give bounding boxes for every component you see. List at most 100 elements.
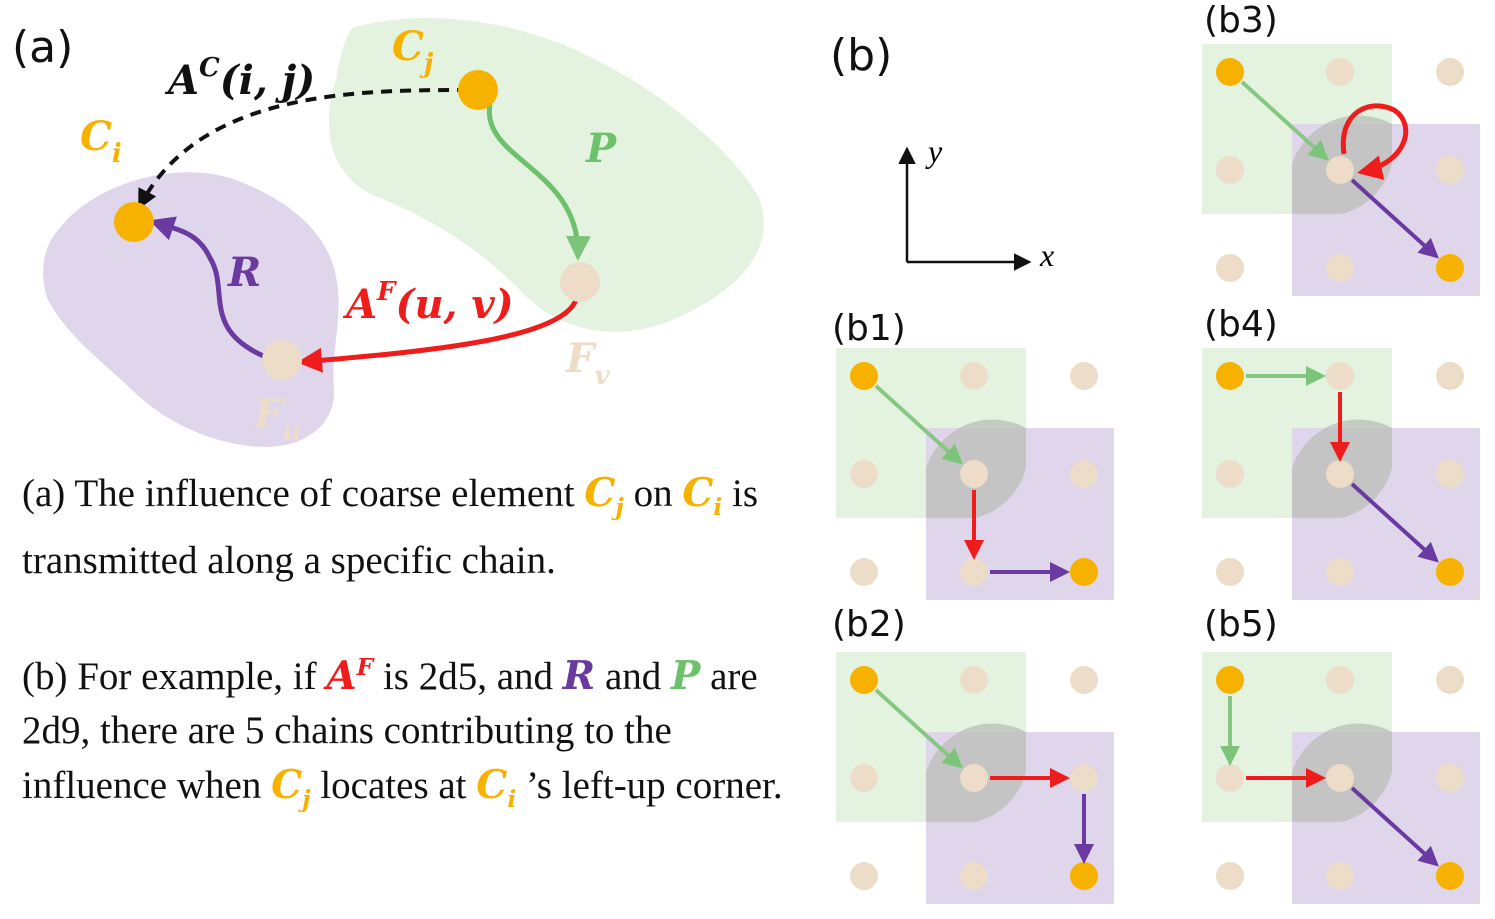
coarse-dot bbox=[1216, 58, 1244, 86]
fine-dot bbox=[1326, 156, 1354, 184]
subpanel-b5 bbox=[1202, 652, 1480, 904]
fine-dot bbox=[1326, 862, 1354, 890]
fine-dot bbox=[1216, 862, 1244, 890]
fine-dot bbox=[960, 666, 988, 694]
coarse-dot bbox=[1436, 558, 1464, 586]
subpanel-b5-tag: (b5) bbox=[1204, 604, 1278, 645]
dot-grid bbox=[1216, 362, 1464, 586]
fine-dot bbox=[850, 558, 878, 586]
fine-dot bbox=[1436, 58, 1464, 86]
fine-dot bbox=[1216, 254, 1244, 282]
green-region bbox=[328, 18, 764, 332]
fine-dot bbox=[1326, 254, 1354, 282]
coarse-dot bbox=[850, 666, 878, 694]
r-arrow bbox=[1350, 482, 1439, 563]
coarse-dot bbox=[850, 362, 878, 390]
fine-dot bbox=[1326, 460, 1354, 488]
coarse-dot bbox=[1436, 862, 1464, 890]
coarse-dot bbox=[1436, 254, 1464, 282]
panel-b-tag: (b) bbox=[830, 30, 892, 81]
fine-dot bbox=[850, 764, 878, 792]
node-fv bbox=[560, 262, 600, 302]
coarse-dot bbox=[1070, 558, 1098, 586]
node-ci bbox=[114, 202, 154, 242]
r-arrow bbox=[1350, 786, 1439, 867]
p-arrow bbox=[874, 384, 963, 465]
fine-dot bbox=[960, 362, 988, 390]
p-arrow bbox=[1240, 80, 1329, 161]
symbol-r: R bbox=[562, 652, 596, 699]
p-arrow bbox=[486, 103, 591, 261]
fine-dot bbox=[1070, 764, 1098, 792]
fine-dot bbox=[1326, 362, 1354, 390]
caption-b: (b) For example, if AF is 2d5, and R and… bbox=[22, 652, 783, 813]
panel-a: (a) Cj Ci AC(i, j) P R AF(u, v) Fv Fu bbox=[12, 18, 764, 447]
label-r: R bbox=[227, 249, 261, 296]
dot-grid bbox=[1216, 666, 1464, 890]
dot-grid bbox=[1216, 58, 1464, 282]
subpanel-b3-tag: (b3) bbox=[1204, 0, 1278, 41]
dot-grid bbox=[850, 666, 1098, 890]
axis-y-label: y bbox=[925, 133, 943, 169]
fine-dot bbox=[1216, 764, 1244, 792]
label-fv: Fv bbox=[565, 335, 610, 391]
subpanel-b1-tag: (b1) bbox=[832, 308, 906, 349]
fine-dot bbox=[1436, 460, 1464, 488]
symbol-ci: Ci bbox=[476, 761, 517, 813]
subpanel-b2-tag: (b2) bbox=[832, 604, 906, 645]
label-ac: AC(i, j) bbox=[164, 53, 315, 104]
fine-dot bbox=[1326, 558, 1354, 586]
subpanel-b3 bbox=[1202, 44, 1480, 296]
purple-region bbox=[43, 172, 339, 447]
symbol-cj: Cj bbox=[271, 761, 311, 813]
symbol-p: P bbox=[671, 652, 701, 699]
fine-dot bbox=[1436, 362, 1464, 390]
fine-dot bbox=[1436, 764, 1464, 792]
label-af: AF(u, v) bbox=[342, 277, 514, 328]
node-cj bbox=[458, 70, 498, 110]
subpanel-b4 bbox=[1202, 348, 1480, 600]
fine-dot bbox=[1070, 362, 1098, 390]
af-arrow bbox=[297, 298, 579, 373]
subpanel-b1 bbox=[836, 348, 1114, 600]
r-arrow bbox=[1350, 178, 1439, 259]
subpanel-b4-tag: (b4) bbox=[1204, 304, 1278, 345]
fine-dot bbox=[1216, 156, 1244, 184]
figure-caption: (a) The influence of coarse element Cj o… bbox=[22, 466, 822, 826]
label-p: P bbox=[585, 125, 618, 172]
fine-dot bbox=[1216, 460, 1244, 488]
coarse-influence-arrow bbox=[138, 88, 469, 210]
caption-a: (a) The influence of coarse element Cj o… bbox=[22, 470, 759, 582]
coarse-dot bbox=[1070, 862, 1098, 890]
fine-dot bbox=[1070, 460, 1098, 488]
fine-dot bbox=[1070, 666, 1098, 694]
fine-dot bbox=[1436, 666, 1464, 694]
r-arrow bbox=[149, 216, 269, 361]
label-ci: Ci bbox=[80, 113, 122, 169]
node-fu bbox=[262, 340, 302, 380]
fine-dot bbox=[960, 558, 988, 586]
fine-dot bbox=[1216, 558, 1244, 586]
axis-x-label: x bbox=[1039, 237, 1054, 273]
coarse-dot bbox=[1216, 362, 1244, 390]
dot-grid bbox=[850, 362, 1098, 586]
symbol-ci: Ci bbox=[682, 470, 723, 521]
fine-dot bbox=[850, 862, 878, 890]
fine-dot bbox=[1436, 156, 1464, 184]
subpanel-b2 bbox=[836, 652, 1114, 904]
fine-dot bbox=[1326, 666, 1354, 694]
fine-dot bbox=[960, 460, 988, 488]
symbol-af: AF bbox=[326, 652, 374, 699]
fine-dot bbox=[960, 764, 988, 792]
label-cj: Cj bbox=[392, 23, 434, 79]
fine-dot bbox=[1326, 764, 1354, 792]
fine-dot bbox=[960, 862, 988, 890]
p-arrow bbox=[874, 688, 963, 769]
panel-b: (b) y x bbox=[830, 30, 1054, 273]
symbol-cj: Cj bbox=[584, 470, 624, 521]
fine-dot bbox=[1326, 58, 1354, 86]
panel-a-tag: (a) bbox=[12, 22, 73, 73]
fine-dot bbox=[850, 460, 878, 488]
coarse-dot bbox=[1216, 666, 1244, 694]
